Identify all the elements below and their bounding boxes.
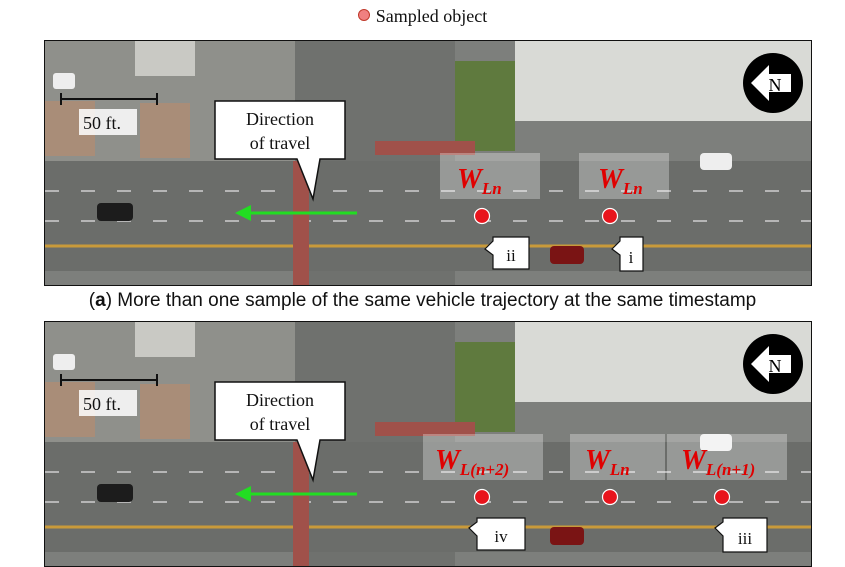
scale-bar: 50 ft. (60, 93, 158, 135)
svg-text:iv: iv (494, 527, 508, 546)
marker-callout-iii: iii (714, 517, 768, 553)
direction-arrow (235, 205, 357, 221)
aerial-panel-a: 50 ft. Direction of travel N WLn ii (44, 40, 812, 286)
caption-a: (a) More than one sample of the same veh… (88, 290, 757, 311)
sample-label-ln-second: WLn (598, 164, 643, 198)
marker-callout-iv: iv (468, 517, 526, 551)
north-label: N (769, 75, 782, 95)
svg-text:WLn: WLn (598, 164, 643, 198)
sample-point-i (601, 207, 619, 225)
svg-text:WL(n+1): WL(n+1) (681, 445, 755, 479)
direction-label-line2: of travel (250, 133, 310, 153)
direction-arrow (235, 486, 357, 502)
direction-label-line2: of travel (250, 414, 310, 434)
sampled-object-dot-icon (357, 9, 370, 21)
north-compass-icon: N (743, 334, 803, 394)
direction-callout: Direction of travel (214, 100, 346, 202)
scale-bar: 50 ft. (60, 374, 158, 416)
sample-point-iii (713, 488, 731, 506)
sample-label-ln-first: WLn (457, 164, 502, 198)
sample-point-ln (601, 488, 619, 506)
sample-label-ln1: WL(n+1) (681, 445, 755, 479)
legend-label: Sampled object (375, 6, 488, 26)
scale-label: 50 ft. (83, 394, 121, 414)
direction-callout: Direction of travel (214, 381, 346, 483)
scale-label: 50 ft. (83, 113, 121, 133)
aerial-background (45, 41, 811, 285)
sample-label-ln: WLn (585, 445, 630, 479)
sample-point-ii (473, 207, 491, 225)
direction-label-line1: Direction (246, 109, 314, 129)
north-compass-icon: N (743, 53, 803, 113)
direction-label-line1: Direction (246, 390, 314, 410)
aerial-background (45, 322, 811, 566)
sample-label-ln2: WL(n+2) (435, 445, 509, 479)
svg-text:i: i (629, 248, 634, 267)
svg-text:WL(n+2): WL(n+2) (435, 445, 509, 479)
legend: Sampled object (0, 6, 845, 27)
marker-callout-i: i (611, 236, 644, 272)
aerial-panel-b: 50 ft. Direction of travel N WL(n+2) iv (44, 321, 812, 567)
sample-point-iv (473, 488, 491, 506)
svg-text:ii: ii (506, 246, 516, 265)
north-label: N (769, 356, 782, 376)
marker-callout-ii: ii (484, 236, 530, 270)
svg-text:iii: iii (738, 529, 752, 548)
svg-text:WLn: WLn (585, 445, 630, 479)
svg-text:WLn: WLn (457, 164, 502, 198)
